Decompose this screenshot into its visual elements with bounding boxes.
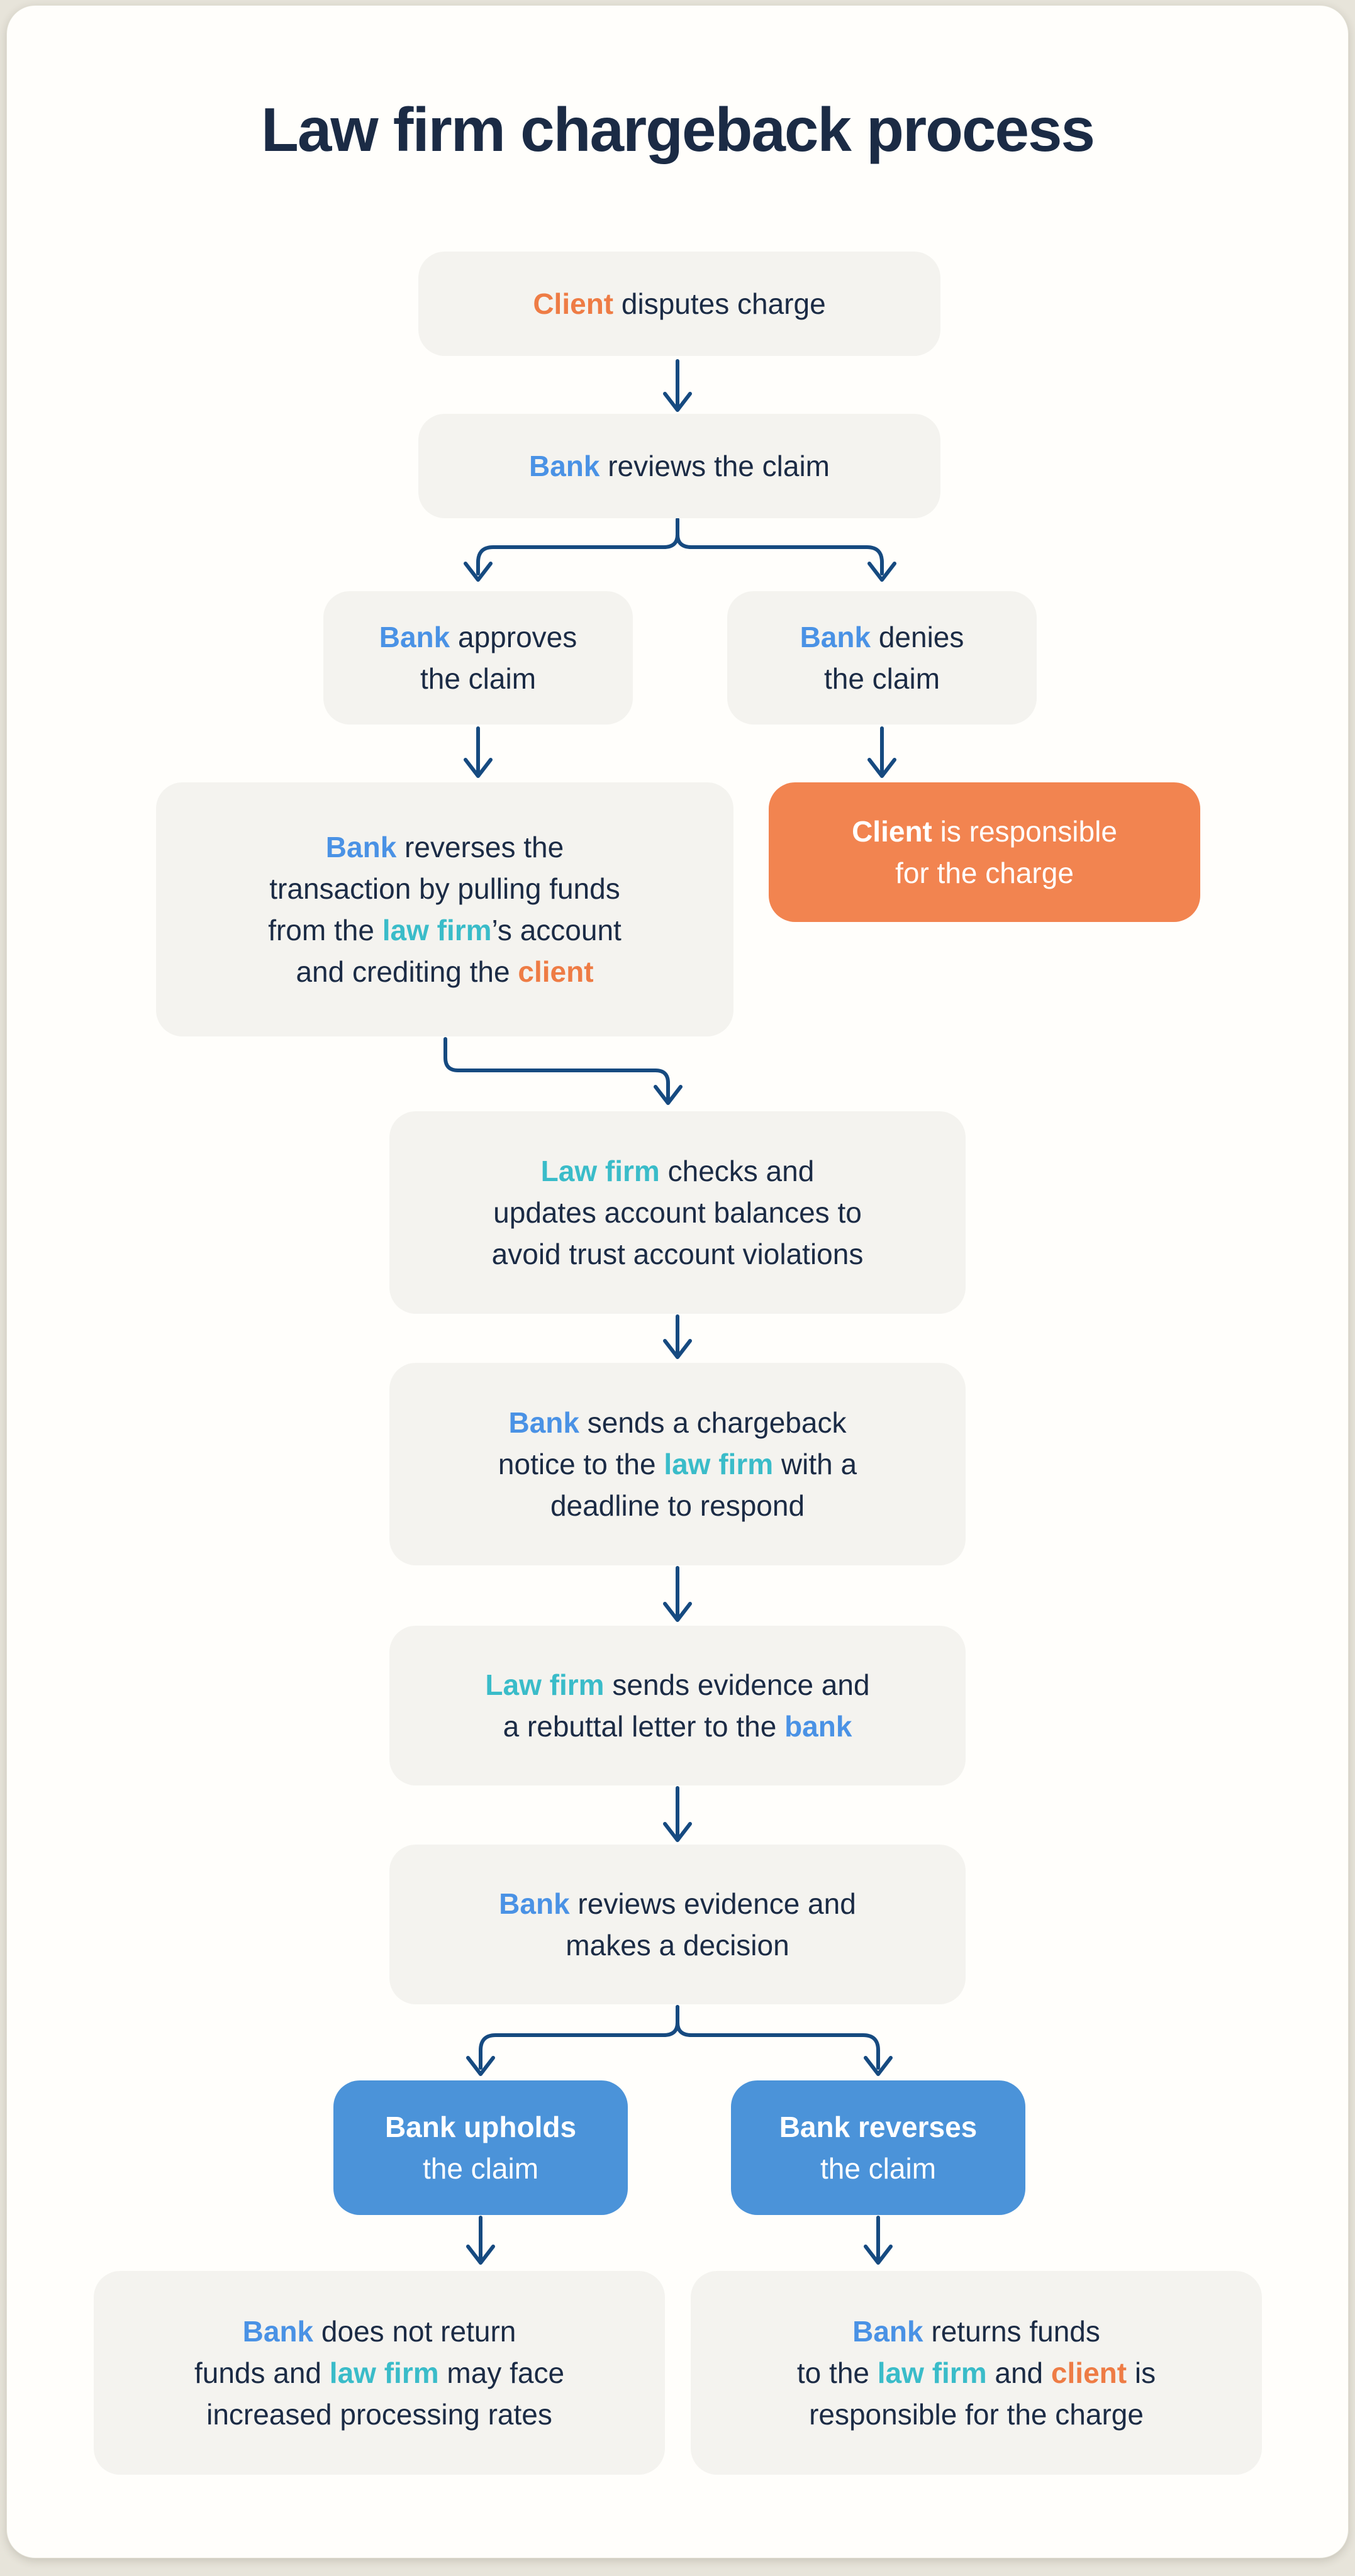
arrowhead	[466, 2245, 495, 2265]
text-line: Client is responsible	[852, 815, 1117, 848]
node-bank-approves-claim: Bank approves the claim	[323, 591, 633, 724]
text-line: from the law firm’s account	[268, 914, 622, 947]
elbow-reverses-to-checks	[443, 1037, 670, 1101]
text-line: a rebuttal letter to the bank	[503, 1710, 852, 1743]
text-line: Bank reviews evidence and	[499, 1887, 856, 1920]
split2-right	[676, 2005, 880, 2070]
node-bank-reverses-transaction: Bank reverses the transaction by pulling …	[156, 782, 733, 1036]
node-bank-upholds-claim: Bank upholds the claim	[333, 2080, 628, 2215]
arrowhead	[867, 758, 896, 778]
text-line: to the law firm and client is	[796, 2357, 1156, 2389]
node-bank-reviews-evidence: Bank reviews evidence and makes a decisio…	[389, 1845, 966, 2004]
arrowhead	[864, 2056, 893, 2076]
node-bank-returns-funds: Bank returns funds to the law firm and cl…	[691, 2271, 1262, 2475]
text-line: Bank reverses	[779, 2111, 978, 2143]
text-line: the claim	[422, 2152, 539, 2185]
node-bank-denies-claim: Bank denies the claim	[727, 591, 1037, 724]
node-bank-does-not-return-funds: Bank does not return funds and law firm m…	[94, 2271, 665, 2475]
arrowhead	[867, 562, 896, 582]
text-line: Bank does not return	[242, 2315, 516, 2348]
text-line: for the charge	[895, 857, 1074, 889]
node-bank-reverses-claim: Bank reverses the claim	[731, 2080, 1025, 2215]
text-line: deadline to respond	[550, 1489, 805, 1522]
text-line: transaction by pulling funds	[269, 872, 620, 905]
arrowhead	[464, 562, 493, 582]
text-line: responsible for the charge	[809, 2398, 1144, 2431]
text-line: Bank returns funds	[852, 2315, 1100, 2348]
node-bank-sends-chargeback-notice: Bank sends a chargeback notice to the law…	[389, 1363, 966, 1565]
node-law-firm-checks-balances: Law firm checks and updates account balan…	[389, 1111, 966, 1314]
arrowhead	[654, 1085, 683, 1105]
text-line: Bank reviews the claim	[528, 450, 830, 482]
arrowhead	[663, 392, 692, 412]
text-line: increased processing rates	[206, 2398, 552, 2431]
text-line: Bank upholds	[384, 2111, 577, 2143]
arrowhead	[466, 2056, 495, 2076]
text-line: Client disputes charge	[533, 287, 826, 320]
node-client-disputes-charge: Client disputes charge	[418, 252, 940, 356]
text-line: updates account balances to	[493, 1196, 862, 1229]
text-line: Bank sends a chargeback	[508, 1406, 847, 1439]
arrowhead	[663, 1339, 692, 1359]
arrowhead	[864, 2245, 893, 2265]
node-law-firm-sends-evidence: Law firm sends evidence and a rebuttal le…	[389, 1626, 966, 1785]
text-line: funds and law firm may face	[194, 2357, 565, 2389]
arrowhead	[663, 1822, 692, 1842]
split2-left	[479, 2005, 679, 2070]
text-line: Law firm sends evidence and	[485, 1668, 870, 1701]
node-bank-reviews-claim: Bank reviews the claim	[418, 414, 940, 518]
arrowhead	[663, 1602, 692, 1622]
text-line: Bank approves	[379, 621, 577, 653]
split1-left	[476, 518, 679, 575]
split1-right	[676, 518, 884, 575]
text-line: and crediting the client	[296, 955, 594, 988]
text-line: Law firm checks and	[540, 1155, 815, 1187]
text-line: the claim	[820, 2152, 937, 2185]
text-line: the claim	[420, 662, 537, 695]
arrowhead	[464, 758, 493, 778]
text-line: notice to the law firm with a	[498, 1448, 857, 1480]
text-line: the claim	[823, 662, 940, 695]
text-line: Bank reverses the	[325, 831, 564, 863]
text-line: Bank denies	[800, 621, 964, 653]
text-line: makes a decision	[566, 1929, 789, 1962]
node-client-responsible: Client is responsible for the charge	[769, 782, 1200, 922]
text-line: avoid trust account violations	[491, 1238, 864, 1270]
page-title: Law firm chargeback process	[260, 95, 1095, 164]
